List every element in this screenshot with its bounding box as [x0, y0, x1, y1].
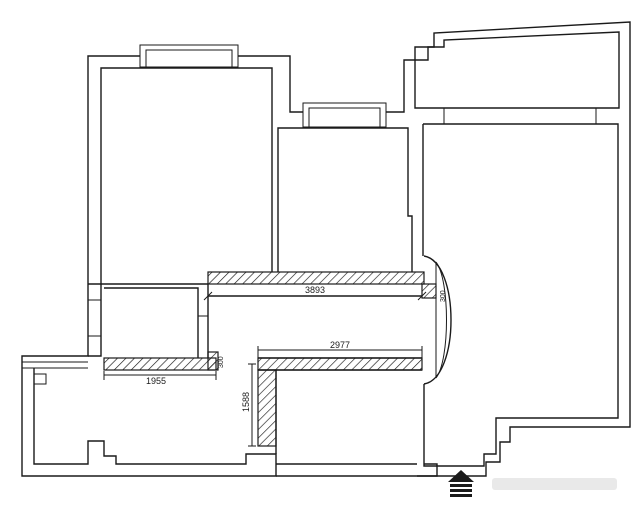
window-top-left-inner	[145, 49, 233, 68]
window-top-left	[139, 44, 239, 68]
hatched-wall-mid	[257, 357, 423, 371]
hatched-wall-top	[207, 271, 425, 285]
balcony-divider	[443, 108, 597, 124]
watermark	[492, 478, 617, 490]
left-window-lines	[22, 361, 88, 385]
balcony-inner-wall	[414, 31, 620, 109]
dim-tick-1b	[417, 291, 427, 301]
right-room-outer	[417, 124, 631, 477]
window-top-middle	[302, 102, 387, 128]
dim-label-2: 2977	[330, 340, 350, 350]
hatched-wall-vertical	[257, 369, 277, 447]
dim-label-1: 3893	[305, 285, 325, 295]
dim-label-4: 1588	[241, 392, 251, 412]
dimensions: 3893 2977 1955 1588 300 300	[103, 285, 447, 447]
right-room-inner	[423, 123, 619, 467]
left-mid-wall	[88, 272, 102, 357]
hatched-wall-stub-left	[207, 351, 219, 371]
bottom-outer-line	[88, 463, 438, 477]
dim-label-5: 300	[218, 356, 225, 368]
left-bottom-outer	[21, 278, 89, 477]
hatched-wall-small	[103, 357, 217, 371]
corridor-lower-wall	[258, 369, 422, 454]
dim-label-6: 300	[440, 290, 447, 302]
curved-wall-inner	[435, 261, 447, 379]
middle-room-wall	[277, 127, 413, 272]
small-room-wall	[101, 283, 209, 358]
left-window-mid	[87, 299, 102, 337]
hatched-wall-stub	[421, 283, 437, 299]
hatched-walls	[103, 271, 437, 447]
outer-wall-left-wing	[87, 21, 631, 278]
dim-tick-1a	[203, 291, 213, 301]
corridor-top-wall	[208, 295, 422, 359]
entry-arrow-icon	[448, 470, 474, 497]
inner-wall-left-wing	[100, 67, 273, 272]
dim-label-3: 1955	[146, 376, 166, 386]
window-top-middle-inner	[308, 107, 381, 128]
outer-walls	[21, 21, 631, 477]
curved-wall	[423, 255, 452, 385]
left-bottom-inner	[33, 368, 417, 477]
